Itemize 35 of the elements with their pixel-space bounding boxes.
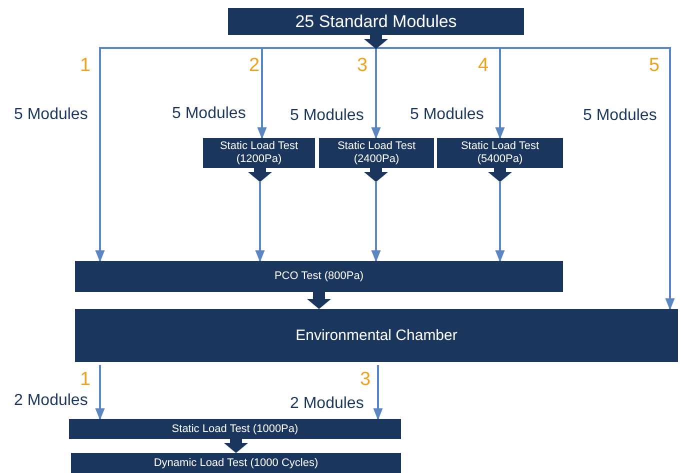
process-box xyxy=(319,138,434,168)
box-label: Static Load Test (5400Pa) xyxy=(460,140,540,166)
arrow xyxy=(371,47,381,140)
step-number: 4 xyxy=(478,55,489,77)
step-number: 1 xyxy=(80,55,91,77)
process-box xyxy=(203,138,315,168)
box-label: PCO Test (800Pa) xyxy=(274,270,364,283)
box-label: Dynamic Load Test (1000 Cycles) xyxy=(154,456,318,470)
process-box xyxy=(69,419,401,439)
block-arrow xyxy=(488,168,512,182)
box-label: Environmental Chamber xyxy=(296,326,458,344)
box-label: 25 Standard Modules xyxy=(295,12,457,32)
arrow xyxy=(95,365,105,420)
arrow xyxy=(495,182,505,262)
arrow xyxy=(371,182,381,262)
process-box xyxy=(71,453,401,473)
block-arrow xyxy=(307,292,331,309)
step-number: 3 xyxy=(357,55,368,77)
block-arrow xyxy=(224,439,248,453)
process-box xyxy=(75,261,563,292)
step-number: 3 xyxy=(360,369,371,391)
arrow xyxy=(373,365,383,420)
process-box xyxy=(437,138,563,168)
box-label: Static Load Test (2400Pa) xyxy=(336,140,417,166)
step-number: 5 xyxy=(649,55,660,77)
box-label: Static Load Test (1200Pa) xyxy=(218,140,300,166)
step-number: 1 xyxy=(80,369,91,391)
step-number: 2 xyxy=(249,55,260,77)
block-arrow xyxy=(364,168,388,182)
block-arrow xyxy=(248,168,272,182)
arrow xyxy=(255,182,265,262)
block-arrow xyxy=(364,35,388,49)
process-box xyxy=(75,309,678,362)
process-box xyxy=(228,8,524,35)
box-label: Static Load Test (1000Pa) xyxy=(172,422,298,436)
